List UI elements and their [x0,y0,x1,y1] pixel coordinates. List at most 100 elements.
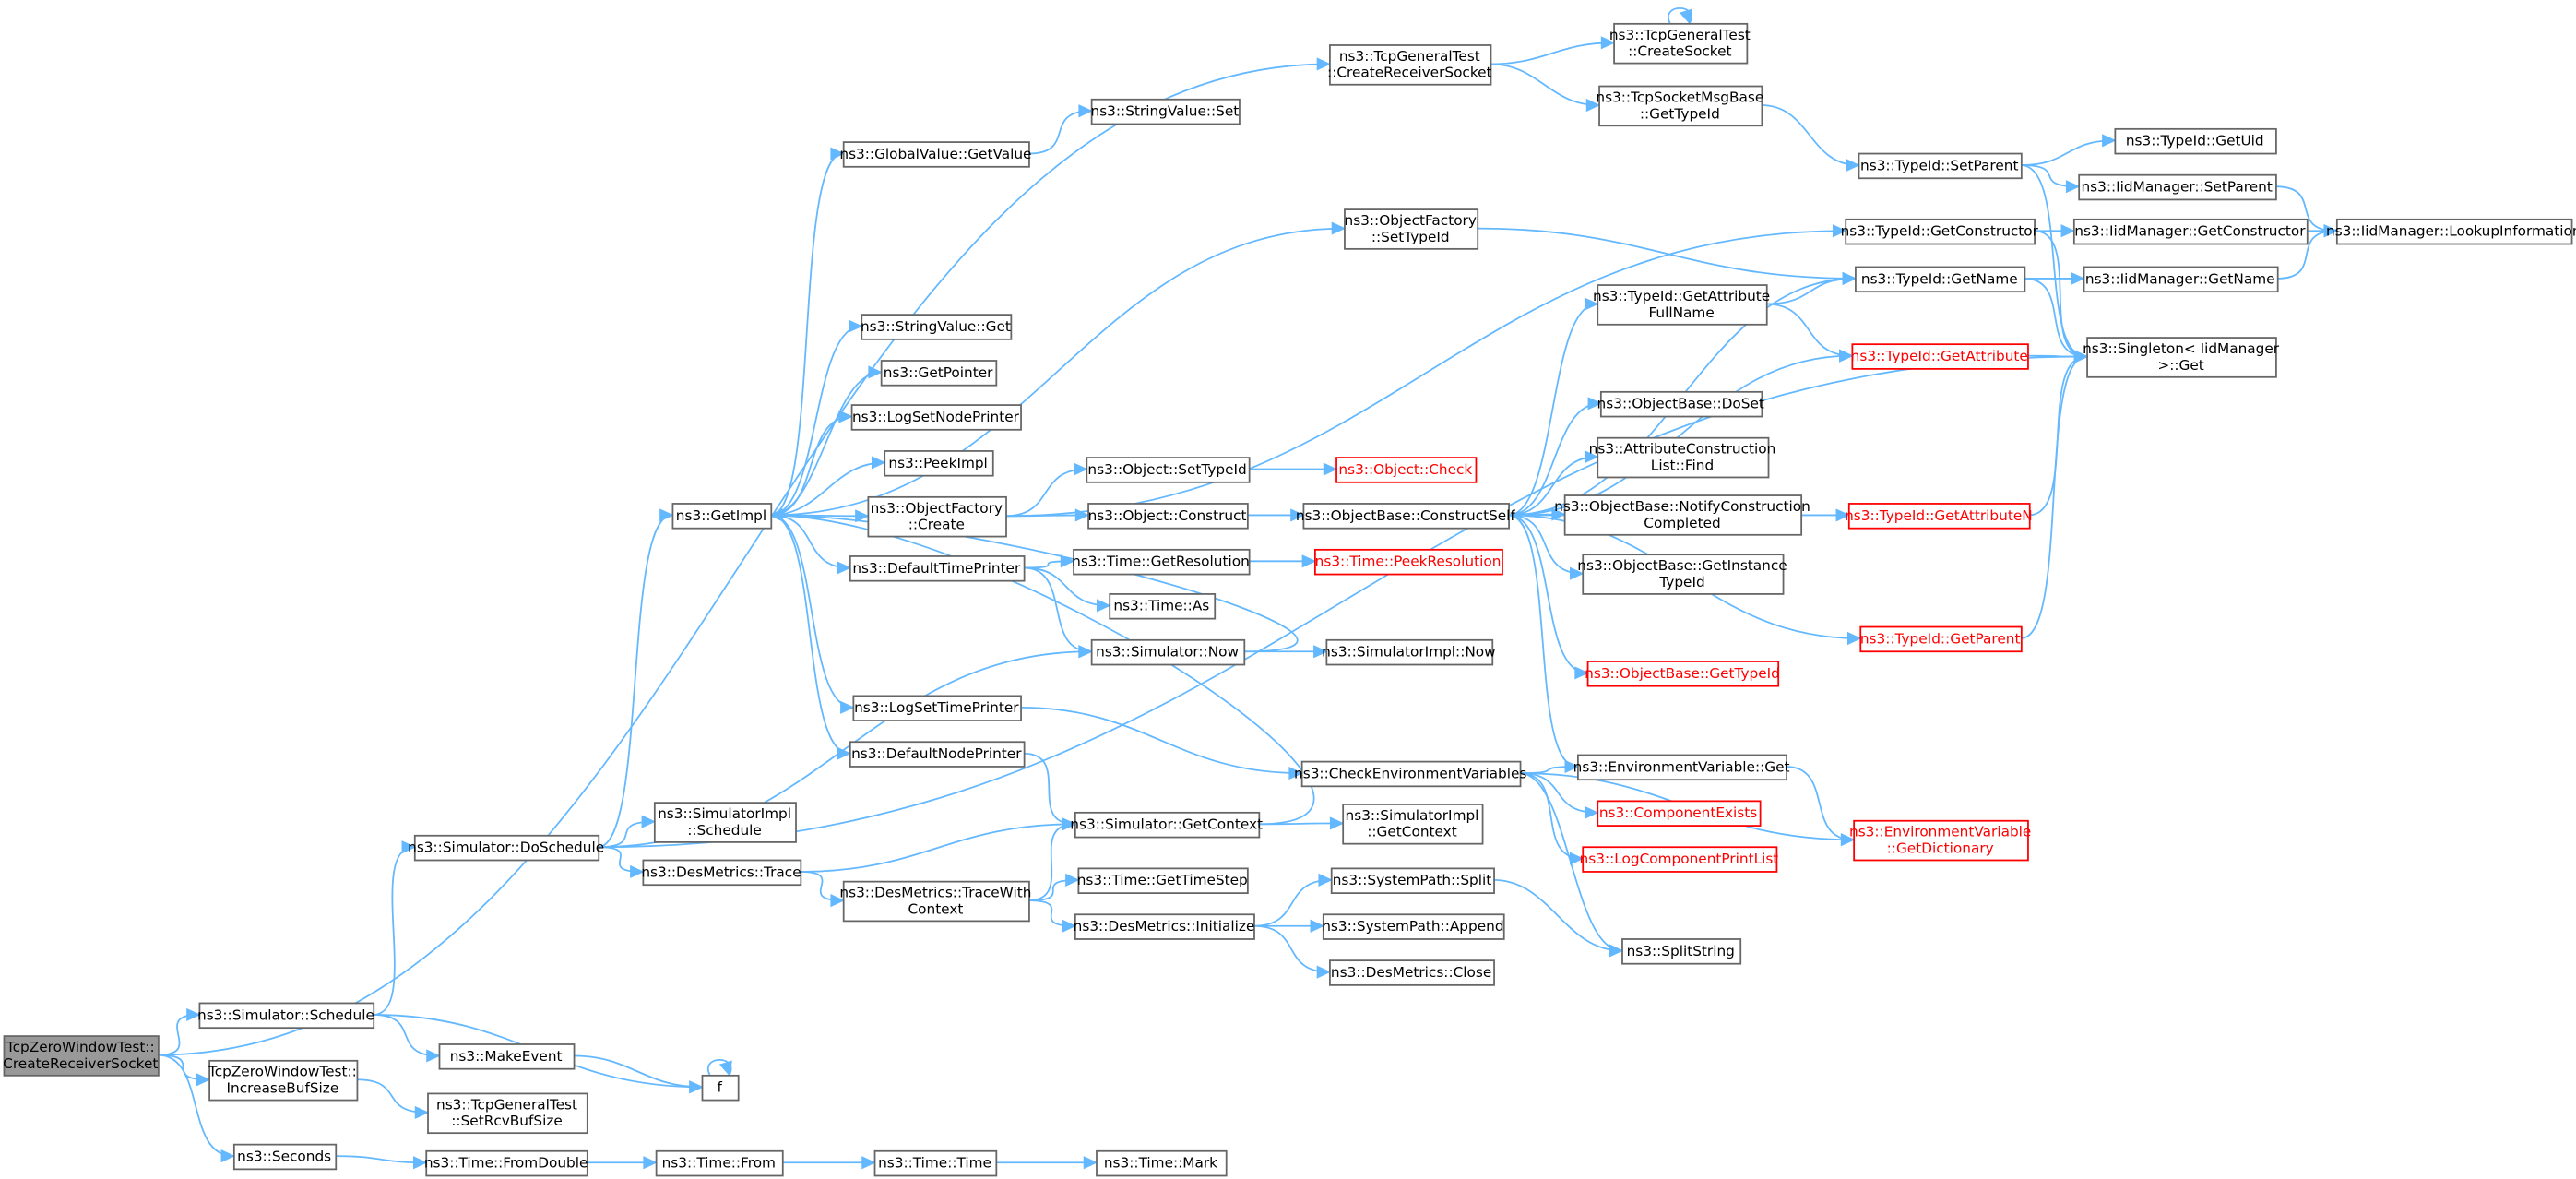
node-label: ns3::LogSetNodePrinter [852,409,1020,425]
node-ns3-getimpl[interactable]: ns3::GetImpl [671,503,773,530]
edge-ns3-getimpl-to-ns3-globalvalue-getvalue [770,147,845,517]
edge-ns3-objectfactory-create-to-ns3-object-settypeid [1005,462,1088,518]
node-ns3-typeid-getattribute[interactable]: ns3::TypeId::GetAttribute [1851,343,2029,370]
node-ns3-simulatorimpl-getcontext[interactable]: ns3::SimulatorImpl::GetContext [1342,804,1484,845]
edge-line [1490,63,1599,106]
node-ns3-objectbase-gettypeid[interactable]: ns3::ObjectBase::GetTypeId [1585,661,1780,687]
node-ns3-tcpgeneraltest-setrcvbufsize[interactable]: ns3::TcpGeneralTest::SetRcvBufSize [427,1092,588,1135]
node-ns3-iidmanager-lookupinformation[interactable]: ns3::IidManager::LookupInformation [2326,218,2576,245]
node-ns3-tcpgeneraltest-createsocket[interactable]: ns3::TcpGeneralTest::CreateSocket [1609,22,1751,65]
node-ns3-typeid-getname[interactable]: ns3::TypeId::GetName [1855,266,2026,293]
nodes-layer: TcpZeroWindowTest::CreateReceiverSocketn… [3,22,2576,1177]
node-ns3-tcpsocketmsgbase-gettypeid[interactable]: ns3::TcpSocketMsgBase::GetTypeId [1596,85,1763,127]
edge-arrowhead [1310,919,1325,933]
node-label: ns3::DefaultNodePrinter [851,745,1022,762]
node-ns3-simulator-doschedule[interactable]: ns3::Simulator::DoSchedule [408,834,604,862]
node-ns3-desmetrics-trace[interactable]: ns3::DesMetrics::Trace [641,859,802,887]
edge-ns3-getimpl-to-ns3-objectfactory-create [770,509,870,523]
node-ns3-systempath-split[interactable]: ns3::SystemPath::Split [1330,867,1495,894]
node-label: ns3::EnvironmentVariable::Get [1573,758,1790,775]
edge-line [800,823,1074,873]
node-ns3-time-gettimestep[interactable]: ns3::Time::GetTimeStep [1077,867,1249,894]
node-ns3-systempath-append[interactable]: ns3::SystemPath::Append [1322,913,1505,940]
node-ns3-simulator-getcontext[interactable]: ns3::Simulator::GetContext [1070,811,1263,839]
node-label: ns3::AttributeConstruction [1589,441,1776,458]
node-ns3-logsettimeprinter[interactable]: ns3::LogSetTimePrinter [852,695,1022,721]
edge-arrowhead [1318,873,1333,887]
node-ns3-desmetrics-initialize[interactable]: ns3::DesMetrics::Initialize [1074,913,1255,940]
node-box [1597,800,1762,827]
node-ns3-seconds[interactable]: ns3::Seconds [232,1143,338,1171]
node-f[interactable]: f [701,1074,740,1102]
node-ns3-simulator-now[interactable]: ns3::Simulator::Now [1090,638,1246,666]
node-ns3-simulatorimpl-schedule[interactable]: ns3::SimulatorImpl::Schedule [653,802,797,843]
node-label: ns3::DesMetrics::Close [1331,964,1491,981]
edge-line [770,371,881,517]
node-ns3-tcpgeneraltest-createreceiversocket[interactable]: ns3::TcpGeneralTest::CreateReceiverSocke… [1327,44,1492,86]
node-ns3-getpointer[interactable]: ns3::GetPointer [880,360,998,387]
node-root[interactable]: TcpZeroWindowTest::CreateReceiverSocket [3,1035,160,1077]
node-ns3-stringvalue-set[interactable]: ns3::StringValue::Set [1091,98,1241,125]
node-ns3-iidmanager-setparent[interactable]: ns3::IidManager::SetParent [2078,173,2277,201]
node-box [1325,638,1494,666]
node-ns3-makeevent[interactable]: ns3::MakeEvent [438,1043,576,1070]
node-ns3-typeid-getuid[interactable]: ns3::TypeId::GetUid [2114,127,2277,155]
node-ns3-time-from[interactable]: ns3::Time::From [655,1149,784,1177]
edge-line [1508,456,1597,517]
node-ns3-objectfactory-create[interactable]: ns3::ObjectFactory::Create [867,495,1007,538]
edge-line [770,514,849,569]
node-ns3-object-settypeid[interactable]: ns3::Object::SetTypeId [1086,457,1251,483]
node-box [1322,913,1505,940]
node-ns3-simulatorimpl-now[interactable]: ns3::SimulatorImpl::Now [1322,638,1496,666]
node-ns3-environmentvariable-get[interactable]: ns3::EnvironmentVariable::Get [1573,754,1790,781]
node-label: ns3::Time::From [662,1155,776,1172]
node-box [1586,661,1780,687]
node-ns3-defaulttimeprinter[interactable]: ns3::DefaultTimePrinter [849,555,1026,582]
node-ns3-componentexists[interactable]: ns3::ComponentExists [1597,800,1762,827]
node-ns3-simulator-schedule[interactable]: ns3::Simulator::Schedule [197,1002,375,1030]
node-tzwt-increasebufsize[interactable]: TcpZeroWindowTest::IncreaseBufSize [208,1059,359,1102]
node-ns3-time-fromdouble[interactable]: ns3::Time::FromDouble [424,1149,588,1177]
node-ns3-peekimpl[interactable]: ns3::PeekImpl [884,450,994,477]
node-ns3-iidmanager-getname[interactable]: ns3::IidManager::GetName [2083,266,2279,293]
node-box [1090,638,1246,666]
node-ns3-globalvalue-getvalue[interactable]: ns3::GlobalValue::GetValue [839,141,1031,168]
node-ns3-environmentvariable-getdictionary[interactable]: ns3::EnvironmentVariable::GetDictionary [1849,819,2031,862]
node-ns3-time-getresolution[interactable]: ns3::Time::GetResolution [1072,548,1251,576]
node-ns3-objectbase-constructself[interactable]: ns3::ObjectBase::ConstructSelf [1296,503,1516,530]
edge-line [356,1078,428,1114]
node-ns3-desmetrics-close[interactable]: ns3::DesMetrics::Close [1329,959,1495,986]
node-ns3-checkenvironmentvariables[interactable]: ns3::CheckEnvironmentVariables [1294,760,1526,788]
edge-ns3-desmetrics-trace-to-ns3-simulator-getcontext [800,817,1077,873]
node-ns3-objectbase-doset[interactable]: ns3::ObjectBase::DoSet [1597,390,1764,418]
edge-arrowhead [426,1049,441,1063]
node-ns3-stringvalue-get[interactable]: ns3::StringValue::Get [861,314,1013,340]
node-ns3-iidmanager-getconstructor[interactable]: ns3::IidManager::GetConstructor [2072,218,2309,245]
node-label: ns3::ObjectBase::GetInstance [1577,557,1787,574]
node-ns3-singleton-iidmanager-get[interactable]: ns3::Singleton< IidManager >::Get [2083,337,2280,378]
node-ns3-object-check[interactable]: ns3::Object::Check [1335,457,1478,483]
node-ns3-splitstring[interactable]: ns3::SplitString [1621,938,1742,965]
node-ns3-typeid-getattributen[interactable]: ns3::TypeId::GetAttributeN [1845,503,2033,530]
node-ns3-time-time[interactable]: ns3::Time::Time [873,1149,998,1177]
node-ns3-logcomponentprintlist[interactable]: ns3::LogComponentPrintList [1580,846,1779,873]
node-ns3-typeid-getparent[interactable]: ns3::TypeId::GetParent [1859,625,2023,653]
node-ns3-defaultnodeprinter[interactable]: ns3::DefaultNodePrinter [849,741,1026,768]
node-ns3-typeid-setparent[interactable]: ns3::TypeId::SetParent [1858,152,2023,180]
node-label: ::CreateReceiverSocket [1327,65,1492,81]
node-ns3-time-mark[interactable]: ns3::Time::Mark [1096,1149,1228,1177]
node-label: ns3::TypeId::GetName [1861,270,2018,287]
node-ns3-objectbase-notifyconstructioncompleted[interactable]: ns3::ObjectBase::NotifyConstructionCompl… [1554,494,1810,536]
node-ns3-object-construct[interactable]: ns3::Object::Construct [1087,503,1249,530]
node-ns3-objectfactory-settypeid[interactable]: ns3::ObjectFactory::SetTypeId [1344,208,1479,250]
node-label: ns3::IidManager::GetName [2085,270,2275,287]
node-ns3-typeid-getconstructor[interactable]: ns3::TypeId::GetConstructor [1841,218,2039,245]
node-ns3-time-as[interactable]: ns3::Time::As [1109,593,1217,620]
node-ns3-time-peekresolution[interactable]: ns3::Time::PeekResolution [1314,548,1503,576]
node-ns3-logsetnodeprinter[interactable]: ns3::LogSetNodePrinter [850,404,1022,431]
